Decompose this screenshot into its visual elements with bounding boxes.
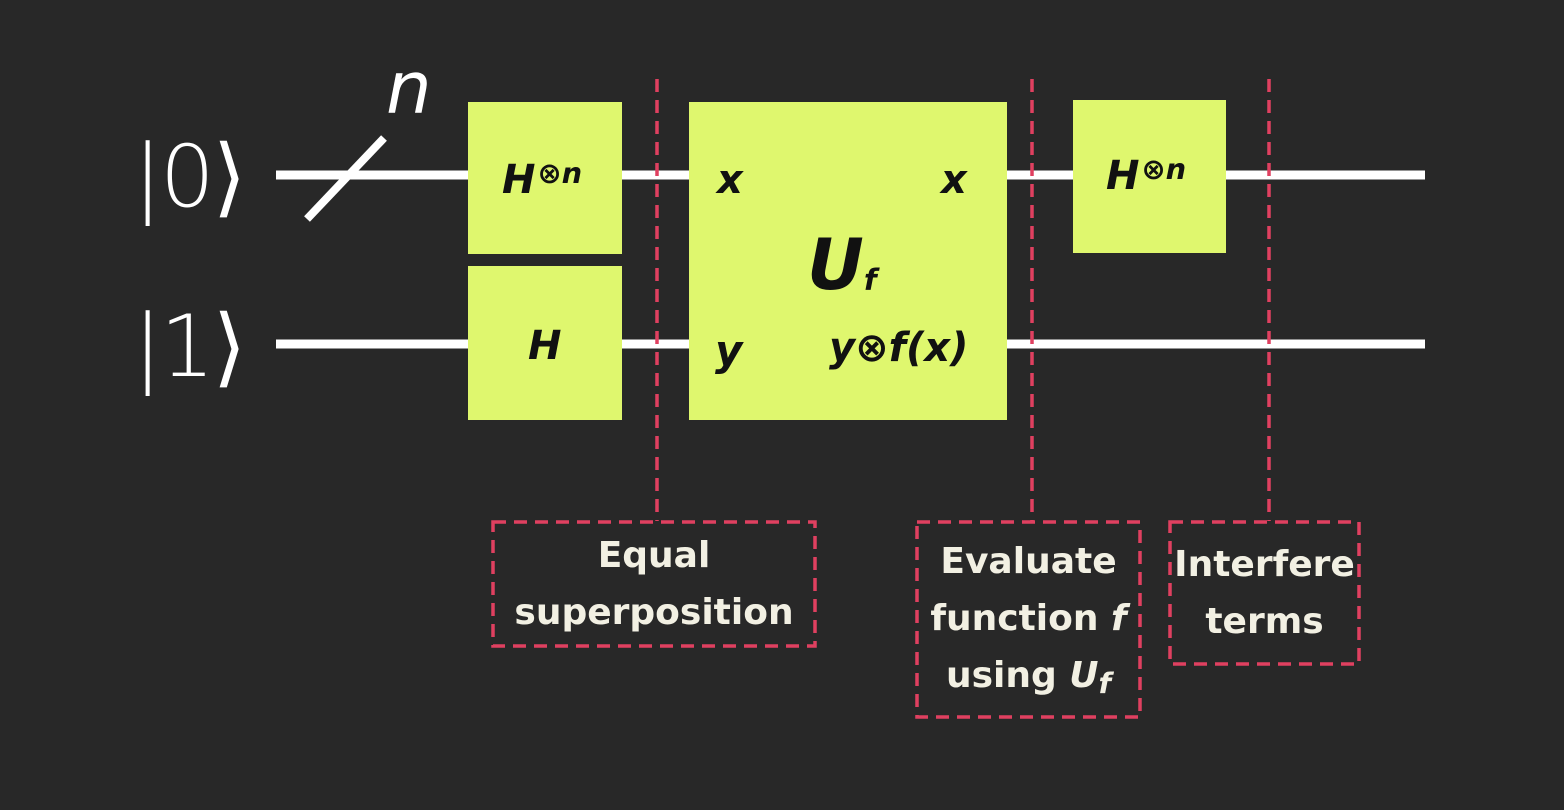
annotation-evaluate-line3: using Uf [917, 647, 1140, 706]
input-ket-1: |1⟩ [133, 297, 246, 397]
hadamard-n-gate-1: H⊗n [468, 102, 622, 254]
gate-base: H [1106, 153, 1140, 199]
hadamard-gate: H [468, 266, 622, 420]
oracle-output-y-xor-fx: y⊗f(x) [829, 325, 969, 371]
register-slash-icon [304, 135, 387, 222]
gate-superscript: ⊗n [1141, 151, 1187, 186]
annotation-interfere-line2: terms [1205, 601, 1324, 642]
annotation-evaluate-line3-text: using [945, 655, 1070, 696]
annotation-box-evaluate [915, 520, 1142, 719]
annotation-equal-superposition: Equal superposition [493, 522, 815, 646]
hadamard-n-gate-2-label: H⊗n [1106, 153, 1186, 199]
oracle-input-x: x [717, 157, 743, 203]
oracle-name: Uf [807, 230, 877, 300]
annotation-equal-line1: Equal [597, 535, 711, 576]
oracle-gate: x x Uf y y⊗f(x) [689, 102, 1007, 420]
hadamard-n-gate-2: H⊗n [1073, 100, 1226, 253]
annotation-evaluate-line2-text: function [930, 598, 1112, 639]
annotation-evaluate-line1: Evaluate [940, 541, 1117, 582]
oracle-output-x: x [941, 157, 967, 203]
annotation-interfere-line1: Interfere [1174, 544, 1355, 585]
gate-base: H [502, 157, 536, 203]
input-ket-0: |0⟩ [133, 127, 246, 227]
oracle-name-sub: f [863, 263, 877, 298]
oracle-name-base: U [807, 224, 864, 306]
gate-superscript: ⊗n [537, 155, 583, 190]
hadamard-n-gate-1-label: H⊗n [502, 157, 582, 203]
annotation-interfere-terms: Interfere terms [1170, 522, 1359, 664]
annotation-evaluate-line3-sub: f [1098, 665, 1112, 700]
annotation-box-interfere [1168, 520, 1361, 666]
annotation-evaluate-line2-var: f [1111, 598, 1127, 639]
annotation-box-equal [491, 520, 817, 648]
annotation-evaluate-function: Evaluate function f using Uf [917, 522, 1140, 717]
hadamard-gate-label: H [528, 323, 562, 369]
register-size-label: n [386, 46, 432, 130]
annotation-equal-line2: superposition [514, 592, 794, 633]
annotation-evaluate-line2: function f [917, 590, 1140, 647]
annotation-evaluate-line3-base: U [1069, 655, 1099, 696]
oracle-input-y: y [715, 326, 743, 375]
